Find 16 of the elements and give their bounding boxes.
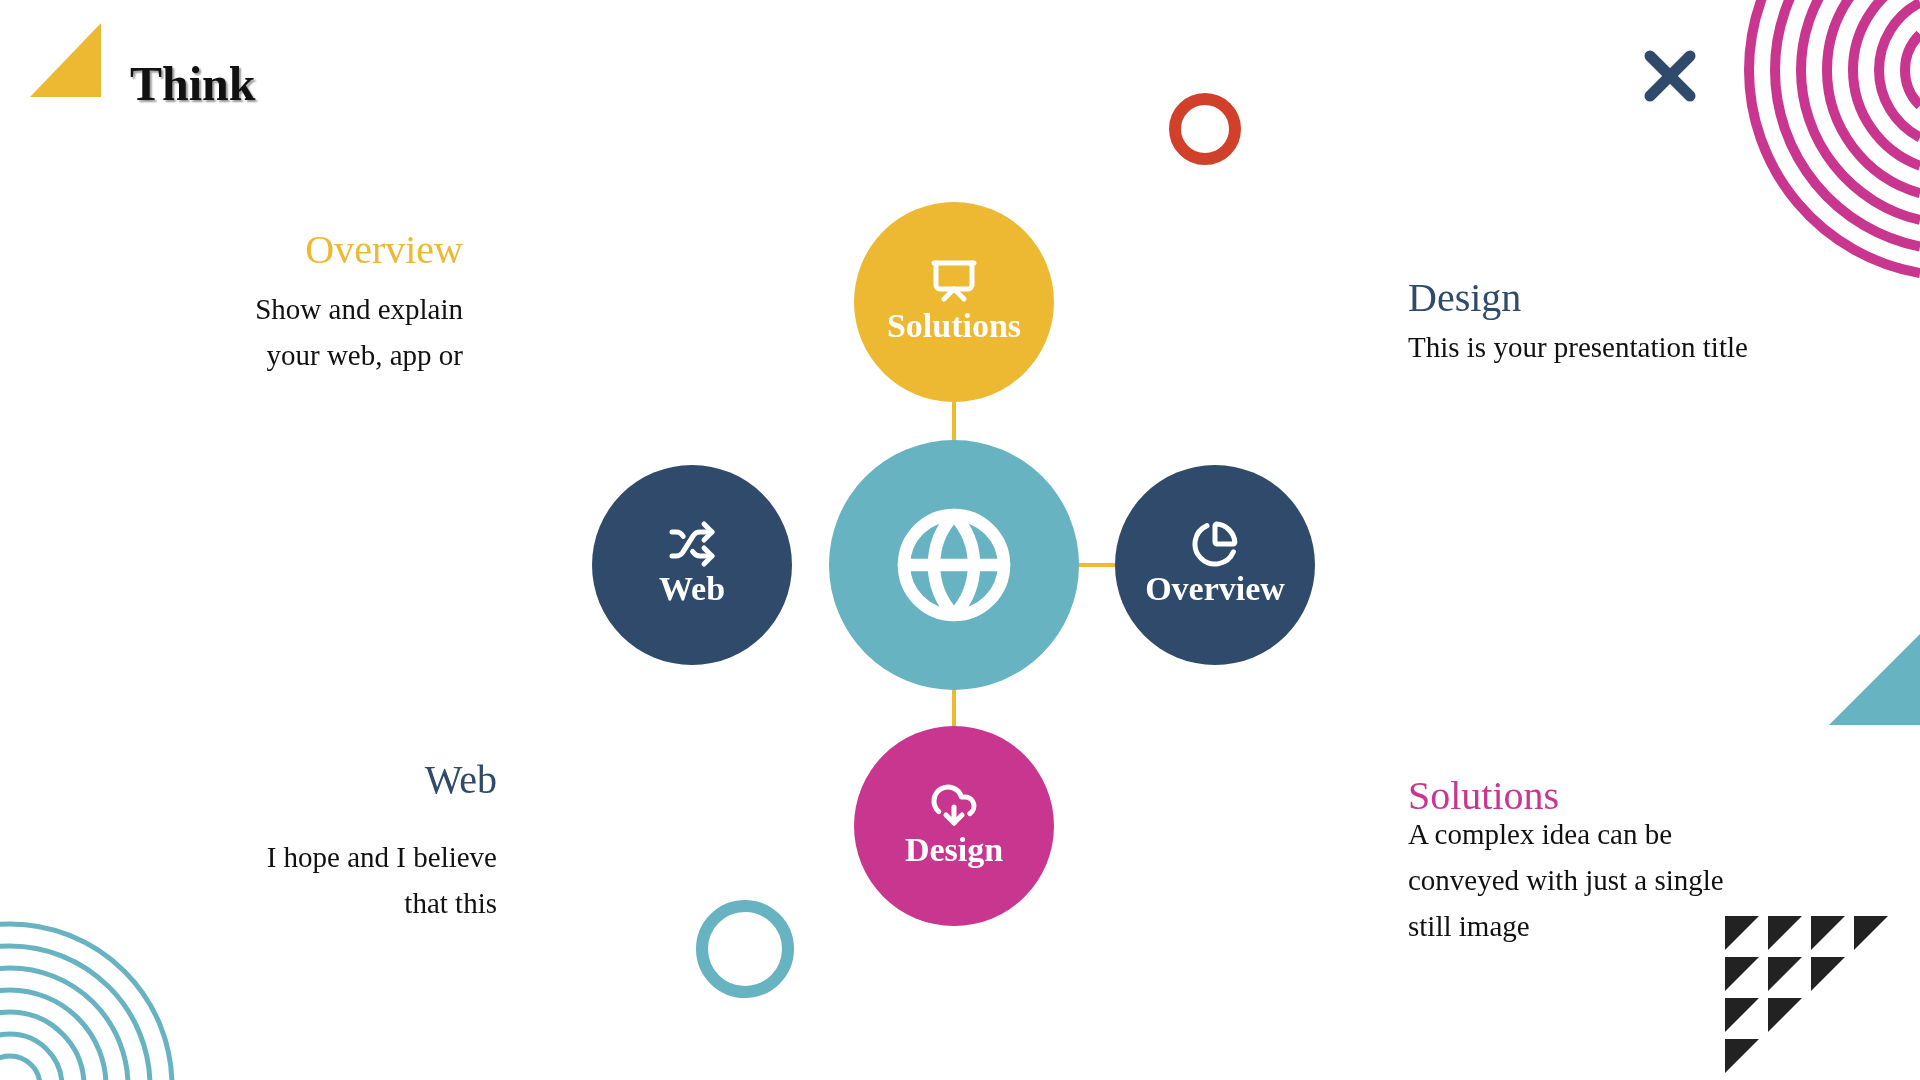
- node-label: Solutions: [886, 305, 1022, 346]
- node-label: Design: [904, 829, 1004, 870]
- connector-line: [1079, 563, 1115, 567]
- section-heading: Overview: [304, 226, 463, 274]
- section-text: Show and explain your web, app or: [254, 292, 463, 373]
- node-label: Web: [658, 568, 726, 609]
- node-label: Overview: [1145, 568, 1285, 609]
- section-text: A complex idea can be conveyed with just a single still image: [1408, 817, 1725, 944]
- section-text: This is your presentation title: [1408, 330, 1748, 365]
- section-heading: Design: [1408, 274, 1523, 322]
- connector-line: [952, 690, 956, 726]
- section-heading: Web: [423, 756, 497, 804]
- connector-line: [952, 402, 956, 440]
- section-heading: Solutions: [1408, 772, 1561, 820]
- section-text: I hope and I believe that this: [265, 840, 497, 921]
- slide-title: Think: [130, 56, 256, 112]
